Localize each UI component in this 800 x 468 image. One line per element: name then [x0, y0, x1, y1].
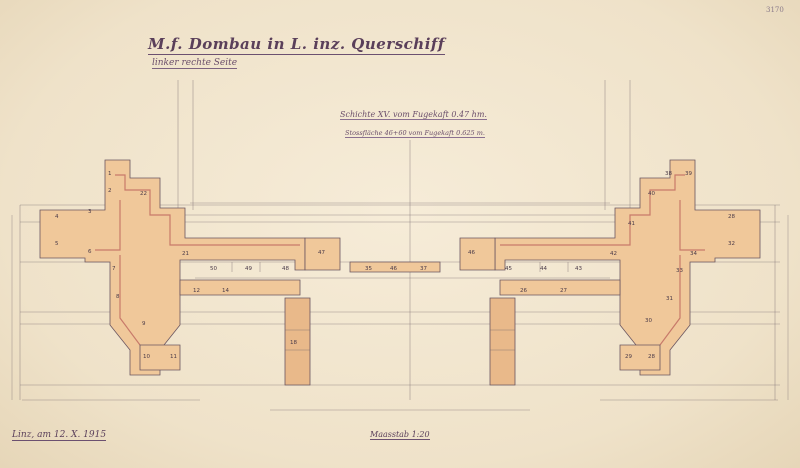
stone-number: 47: [318, 250, 325, 256]
stone-number: 3: [88, 209, 92, 215]
drawing-title: M.f. Dombau in L. inz. Querschiff: [148, 35, 445, 55]
stone-number: 27: [560, 288, 567, 294]
stone-number: 4: [55, 214, 59, 220]
stone-number: 5: [55, 241, 59, 247]
scale-label: Maasstab 1:20: [370, 430, 430, 440]
stone-number: 14: [222, 288, 229, 294]
stone-number: 45: [505, 266, 512, 272]
stone-number: 10: [143, 354, 150, 360]
stone-number: 8: [116, 294, 120, 300]
layer-annotation-2: Stossfläche 46+60 vom Fugekaft 0.625 m.: [345, 129, 485, 138]
stone-number: 9: [142, 321, 146, 327]
drawing-subtitle: linker rechte Seite: [152, 58, 238, 69]
stone-number: 28: [728, 214, 735, 220]
stone-number: 40: [648, 191, 655, 197]
stone-number: 42: [610, 251, 617, 257]
stone-number: 38: [665, 171, 672, 177]
stone-number: 43: [575, 266, 582, 272]
stone-number: 50: [210, 266, 217, 272]
center-section: [349, 261, 441, 273]
stone-number: 2: [108, 188, 112, 194]
stone-number: 26: [520, 288, 527, 294]
stone-number: 7: [112, 266, 116, 272]
stone-number: 41: [628, 221, 635, 227]
stone-labels: 1 2 3 4 5 6 7 8 9 10 11 12 14 18 22 21 5…: [55, 171, 735, 360]
stone-number: 28: [648, 354, 655, 360]
stone-number: 33: [676, 268, 683, 274]
construction-lines: [19, 80, 776, 400]
stone-number: 34: [690, 251, 697, 257]
stone-number: 46: [468, 250, 475, 256]
stone-number: 37: [420, 266, 427, 272]
stone-number: 46: [390, 266, 397, 272]
stone-number: 1: [108, 171, 112, 177]
stone-number: 44: [540, 266, 547, 272]
stone-number: 12: [193, 288, 200, 294]
layer-annotation-1: Schichte XV. vom Fugekaft 0.47 hm.: [340, 110, 487, 120]
stone-number: 11: [170, 354, 177, 360]
stone-number: 22: [140, 191, 147, 197]
stone-number: 32: [728, 241, 735, 247]
place-date: Linz, am 12. X. 1915: [12, 430, 107, 441]
stone-number: 18: [290, 340, 297, 346]
stone-number: 30: [645, 318, 652, 324]
stone-number: 49: [245, 266, 252, 272]
sheet-number: 3170: [766, 6, 784, 14]
stone-number: 21: [182, 251, 189, 257]
left-wall-section: [39, 159, 341, 386]
stone-number: 35: [365, 266, 372, 272]
stone-number: 6: [88, 249, 92, 255]
stone-number: 39: [685, 171, 692, 177]
stone-number: 29: [625, 354, 632, 360]
right-wall-section: [459, 159, 761, 386]
joint-lines: [231, 262, 569, 351]
stone-number: 48: [282, 266, 289, 272]
stone-number: 31: [666, 296, 673, 302]
